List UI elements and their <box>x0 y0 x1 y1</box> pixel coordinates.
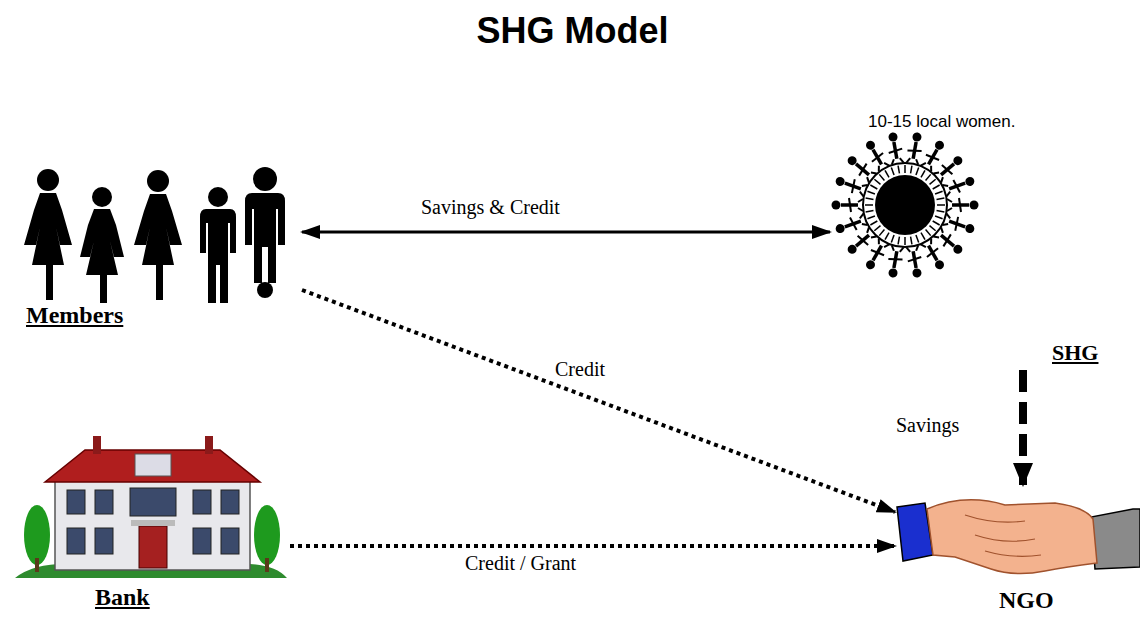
node-label: SHG <box>1052 340 1098 366</box>
ngo-handshake: NGO <box>895 485 1140 616</box>
edge-label: Credit / Grant <box>462 552 579 575</box>
members-group: Members <box>10 165 302 335</box>
savings-credit-arrow <box>302 231 830 234</box>
shg-circle-illustration <box>830 112 1120 370</box>
node-heading: 10-15 local women. <box>868 112 1015 132</box>
savings-arrow <box>1019 370 1027 485</box>
edge-label: Savings <box>893 414 962 437</box>
node-label: NGO <box>999 587 1054 614</box>
credit-grant-arrow <box>290 544 895 548</box>
node-label: Members <box>26 302 123 329</box>
diagram-title: SHG Model <box>0 10 1145 52</box>
bank-building: Bank <box>15 430 290 614</box>
edge-label: Savings & Credit <box>418 196 563 219</box>
edge-label: Credit <box>552 358 608 381</box>
shg-circle: 10-15 local women. SHG <box>830 112 1120 370</box>
credit-arrow <box>302 290 895 512</box>
bank-building-illustration <box>15 430 290 614</box>
node-label: Bank <box>95 584 150 611</box>
